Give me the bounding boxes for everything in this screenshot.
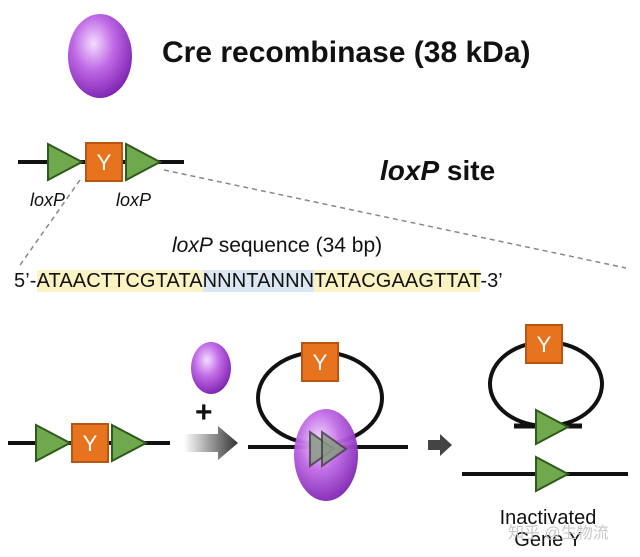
gene-y-label: Y — [83, 431, 98, 456]
loxp-site-title: loxP site — [380, 155, 495, 187]
sequence-right-repeat: TATACGAAGTTAT — [314, 270, 481, 292]
inactivated-gene-label: Inactivated Gene Y — [468, 507, 628, 551]
loxp-triangle-icon — [35, 423, 73, 463]
sequence-suffix: -3’ — [480, 270, 503, 292]
gene-y-box — [85, 142, 123, 182]
loxp-triangle-icon — [47, 142, 85, 182]
loxp-triangle-icon — [125, 142, 163, 182]
inactivated-line2: Gene Y — [514, 529, 582, 551]
loxp-triangle-icon — [111, 423, 149, 463]
loxp-site-suffix: site — [439, 155, 496, 186]
cre-protein-icon — [68, 14, 132, 98]
recombination-intermediate: Y — [248, 342, 408, 501]
loxp-label-right: loxP — [116, 190, 152, 210]
sequence-title-rest: sequence (34 bp) — [212, 234, 383, 257]
gene-y-label: Y — [537, 332, 552, 357]
cre-protein-small-icon — [191, 342, 231, 394]
gene-y-box — [71, 423, 109, 463]
cre-title: Cre recombinase (38 kDa) — [162, 36, 531, 69]
construct-before: Y — [8, 423, 170, 463]
process-arrow-icon — [184, 426, 238, 460]
gene-y-label: Y — [97, 150, 112, 175]
sequence-title-italic: loxP — [172, 234, 213, 257]
loxp-triangle-icon — [321, 430, 348, 468]
sequence-prefix: 5’- — [14, 270, 37, 292]
watermark: 知乎 @生物流 — [508, 525, 609, 542]
loxp-site-name: loxP — [380, 155, 440, 186]
process-arrow-icon — [428, 434, 452, 456]
loxp-triangle-icon — [535, 408, 571, 446]
zoom-line-right — [163, 169, 627, 269]
recombination-products: Y — [462, 324, 630, 493]
loxp-label-left: loxP — [30, 190, 66, 210]
plus-sign: + — [195, 396, 213, 429]
gene-y-label: Y — [313, 350, 328, 375]
sequence-spacer: NNNTANNN — [202, 270, 315, 292]
sequence-left-repeat: ATAACTTCGTATA — [36, 270, 203, 292]
sequence-title: loxP sequence (34 bp) — [172, 234, 382, 258]
inactivated-line1: Inactivated — [499, 507, 597, 529]
loxp-triangle-icon — [535, 455, 571, 493]
loxp-sequence: 5’-ATAACTTCGTATANNNTANNNTATACGAAGTTAT-3’ — [14, 270, 503, 293]
gene-y-box — [525, 324, 563, 364]
gene-y-box — [301, 342, 339, 382]
loxp-construct-top: Y — [18, 142, 184, 182]
